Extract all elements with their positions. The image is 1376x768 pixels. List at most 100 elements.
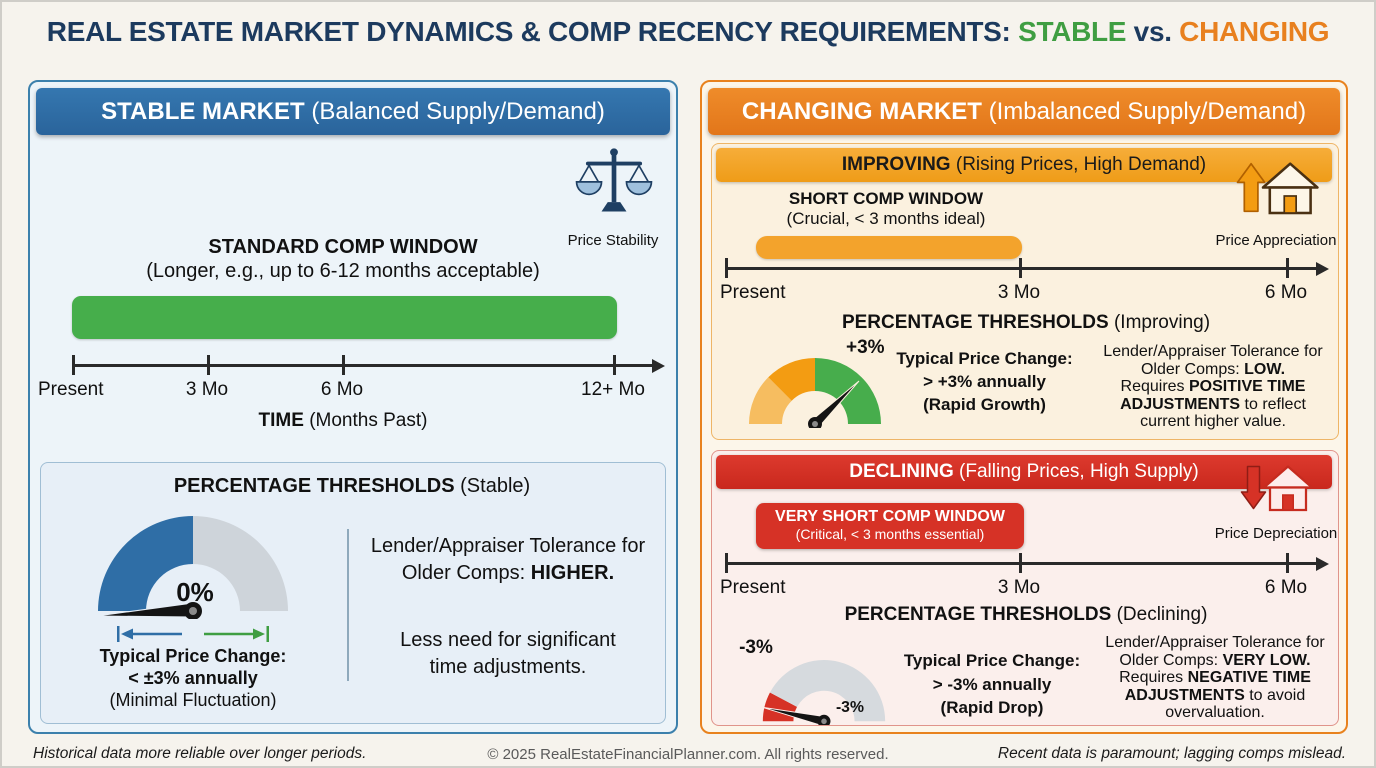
timeline-label-6mo: 6 Mo [1264, 577, 1308, 598]
timeline-tick [1286, 258, 1289, 278]
text-line: current higher value. [1140, 413, 1286, 430]
text-segment: to avoid [1244, 686, 1306, 704]
text-segment-bold: ADJUSTMENTS [1124, 686, 1245, 704]
stable-market-panel: STABLE MARKET (Balanced Supply/Demand) P… [28, 80, 678, 734]
timeline-arrow-icon [652, 358, 665, 373]
declining-change-line3: (Rapid Drop) [940, 698, 1044, 717]
changing-market-panel: CHANGING MARKET (Imbalanced Supply/Deman… [700, 80, 1348, 734]
vertical-divider [347, 529, 349, 681]
stable-thresholds-title-sub: (Stable) [454, 475, 531, 497]
timeline-label-6mo: 6 Mo [1264, 282, 1308, 303]
stable-gauge-value: 0% [176, 577, 214, 607]
page-title: REAL ESTATE MARKET DYNAMICS & COMP RECEN… [0, 16, 1376, 48]
improving-thresholds-title-sub: (Improving) [1108, 312, 1211, 333]
timeline-tick [207, 355, 210, 375]
text-line: Older Comps: LOW. [1090, 361, 1336, 379]
text-segment: Requires [1120, 378, 1189, 395]
declining-timeline: Present 3 Mo 6 Mo [712, 551, 1340, 603]
improving-window-title: SHORT COMP WINDOW [788, 189, 984, 208]
stable-window-subtitle: (Longer, e.g., up to 6-12 months accepta… [146, 260, 540, 282]
declining-window-subtitle: (Critical, < 3 months essential) [795, 526, 985, 542]
text-line: Lender/Appraiser Tolerance for [1103, 343, 1323, 360]
gauge-segment-orange [768, 357, 815, 401]
stable-tolerance-text: Lender/Appraiser Tolerance for Older Com… [359, 533, 657, 681]
spacer [359, 587, 657, 627]
scale-caption: Price Stability [567, 232, 659, 249]
improving-subpanel: IMPROVING (Rising Prices, High Demand) S… [711, 143, 1339, 440]
timeline-label-3mo: 3 Mo [997, 282, 1041, 303]
text-segment-bold: ADJUSTMENTS [1120, 395, 1241, 413]
footer-right-note: Recent data is paramount; lagging comps … [997, 745, 1346, 762]
declining-thresholds-title-sub: (Declining) [1111, 604, 1208, 625]
improving-change-line1: Typical Price Change: [896, 349, 1073, 368]
declining-gauge-label: -3% [739, 637, 773, 658]
stable-change-line1: Typical Price Change: [99, 646, 287, 666]
gauge-segment-light-orange [749, 377, 792, 424]
improving-window-subtitle: (Crucial, < 3 months ideal) [786, 209, 986, 228]
title-prefix: REAL ESTATE MARKET DYNAMICS & COMP RECEN… [46, 16, 1019, 47]
improving-timeline: Present 3 Mo 6 Mo [712, 256, 1340, 308]
declining-header-title: DECLINING [849, 461, 954, 482]
declining-change-line2: > -3% annually [932, 675, 1052, 694]
declining-gauge: -3% [762, 660, 886, 725]
text-line: Older Comps: HIGHER. [359, 560, 657, 587]
range-arrows-icon [117, 626, 269, 642]
timeline-label-present: Present [38, 379, 104, 400]
gauge-segment-gray [193, 516, 288, 611]
text-line: Requires NEGATIVE TIME [1092, 669, 1338, 687]
stable-thresholds-title-bold: PERCENTAGE THRESHOLDS [173, 475, 455, 497]
timeline-label-present: Present [720, 577, 786, 598]
text-line: Lender/Appraiser Tolerance for [1105, 634, 1325, 651]
declining-change-line1: Typical Price Change: [903, 651, 1081, 670]
stable-gauge: 0% [96, 516, 288, 619]
improving-gauge [749, 357, 881, 428]
timeline-tick [725, 553, 728, 573]
timeline-label-6mo: 6 Mo [320, 379, 364, 400]
timeline-tick [342, 355, 345, 375]
stable-window-title: STANDARD COMP WINDOW [208, 236, 478, 258]
timeline-tick [613, 355, 616, 375]
price-depreciation-icon [1240, 465, 1314, 512]
title-changing-word: CHANGING [1179, 16, 1330, 47]
gauge-segment-blue [98, 516, 193, 611]
text-segment-bold: NEGATIVE TIME [1187, 669, 1311, 686]
time-axis-label: TIME (Months Past) [83, 410, 603, 432]
timeline-label-3mo: 3 Mo [185, 379, 229, 400]
stable-change-line3: (Minimal Fluctuation) [109, 690, 277, 710]
timeline-arrow-icon [1316, 261, 1329, 276]
improving-change-line3: (Rapid Growth) [923, 395, 1046, 414]
timeline-tick [1019, 553, 1022, 573]
declining-header-sub: (Falling Prices, High Supply) [953, 461, 1199, 482]
text-segment-bold: LOW. [1244, 360, 1286, 378]
text-line: ADJUSTMENTS to avoid [1092, 687, 1338, 705]
balance-scale-icon [575, 148, 653, 212]
declining-gauge-value: -3% [836, 699, 864, 716]
stable-change-line2: < ±3% annually [128, 668, 258, 688]
declining-thresholds-title: PERCENTAGE THRESHOLDS (Declining) [712, 604, 1340, 626]
stable-header-title: STABLE MARKET [101, 98, 305, 125]
text-segment-bold: HIGHER. [530, 562, 615, 584]
gauge-hub-center [189, 607, 197, 615]
improving-header-sub: (Rising Prices, High Demand) [950, 154, 1207, 175]
timeline-tick [72, 355, 75, 375]
timeline-label-3mo: 3 Mo [997, 577, 1041, 598]
timeline-label-present: Present [720, 282, 786, 303]
standard-comp-window-bar [72, 296, 617, 339]
text-segment-bold: POSITIVE TIME [1189, 378, 1306, 395]
declining-tolerance-text: Lender/Appraiser Tolerance for Older Com… [1092, 634, 1338, 722]
improving-change-line2: > +3% annually [923, 372, 1046, 391]
declining-subpanel: DECLINING (Falling Prices, High Supply) … [711, 450, 1339, 726]
price-appreciation-icon [1236, 162, 1319, 215]
footer-copyright: © 2025 RealEstateFinancialPlanner.com. A… [487, 746, 889, 763]
footer-left-note: Historical data more reliable over longe… [33, 745, 367, 762]
stable-header-sub: (Balanced Supply/Demand) [304, 98, 605, 125]
improving-tolerance-text: Lender/Appraiser Tolerance for Older Com… [1090, 343, 1336, 431]
changing-header-sub: (Imbalanced Supply/Demand) [981, 98, 1307, 125]
text-segment: Requires [1119, 669, 1188, 686]
text-segment: Older Comps: [1140, 360, 1245, 378]
improving-gauge-value: +3% [846, 337, 885, 358]
stable-thresholds-box: PERCENTAGE THRESHOLDS (Stable) 0% Typica… [40, 462, 666, 724]
gauge-hub-center [821, 718, 827, 725]
very-short-comp-window-badge: VERY SHORT COMP WINDOW (Critical, < 3 mo… [756, 503, 1024, 549]
title-vs-word: vs. [1126, 16, 1180, 47]
